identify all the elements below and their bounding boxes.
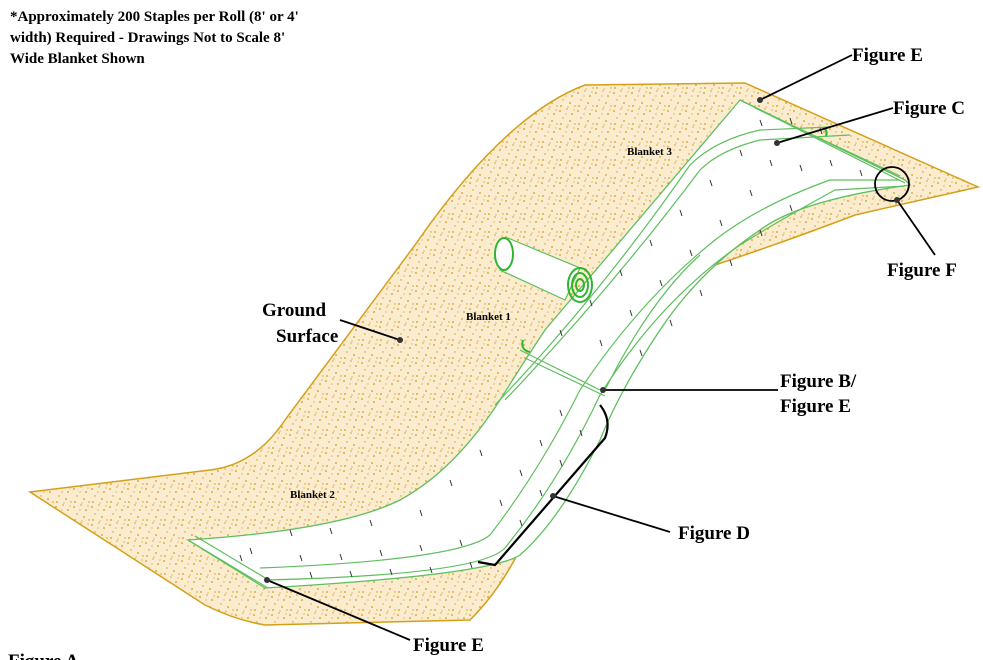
ground-surface-label-line1: Ground [262,300,327,321]
figure-b-label-line1: Figure B/ [780,371,857,392]
blanket-1-label: Blanket 1 [466,311,511,323]
staples [239,117,863,579]
figure-c-label: Figure C [893,98,965,119]
blanket-3-label: Blanket 3 [627,146,672,158]
leader-dots [264,97,900,583]
figure-d-outline [477,404,609,567]
leader-lines [266,54,936,641]
figure-d-label: Figure D [678,523,750,544]
staple-note: *Approximately 200 Staples per Roll (8' … [10,9,299,67]
roll-end-icon [567,267,593,303]
blanket-2-label: Blanket 2 [290,489,335,501]
figure-f-callout-circle [874,166,910,202]
figure-a-label: Figure A [8,651,79,660]
figure-e-top-label: Figure E [852,45,923,66]
channel-lines [187,99,906,589]
ground-surface-label-line2: Surface [276,326,338,347]
figure-b-label-line2: Figure E [780,396,851,417]
figure-f-label: Figure F [887,260,957,281]
figure-e-bottom-label: Figure E [413,635,484,656]
